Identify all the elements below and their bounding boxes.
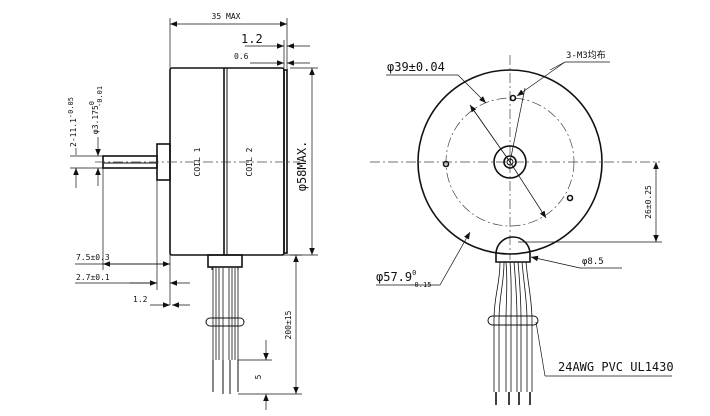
dim-shaft-step: 0.6 xyxy=(234,52,249,61)
coil-2-label: COIL 2 xyxy=(245,147,254,176)
mounting-hole-left xyxy=(442,160,450,168)
front-lead-wires xyxy=(487,261,539,405)
label-mounting-holes: 3-M3均布 xyxy=(566,49,606,61)
shaft xyxy=(102,155,158,169)
dim-shaft-length: 7.5±0.3 xyxy=(76,253,110,262)
side-lead-wires xyxy=(205,268,245,394)
dim-lead-length: 200±15 xyxy=(284,310,293,339)
side-view: COIL 1 COIL 2 35 MAX xyxy=(67,12,318,410)
dim-body-diameter: φ58MAX. xyxy=(295,141,309,192)
outer-housing-circle xyxy=(417,69,603,255)
front-boss-circle xyxy=(493,145,527,179)
lead-exit-block xyxy=(207,254,243,268)
dim-shaft-diameter: φ3.1750-0.01 xyxy=(88,86,104,134)
dim-outer-diameter: φ57.90-0.15 xyxy=(376,269,431,289)
dim-grommet-diameter: φ8.5 xyxy=(582,257,604,267)
dim-bolt-circle: φ39±0.04 xyxy=(387,60,445,74)
dim-flange-thickness: 1.2 xyxy=(241,32,263,46)
dim-strip-length: 5 xyxy=(254,374,263,379)
mounting-hole-top xyxy=(509,94,517,102)
mounting-hole-right xyxy=(566,194,574,202)
lead-grommet xyxy=(495,236,531,263)
label-wire-spec: 24AWG PVC UL1430 xyxy=(558,360,674,374)
dim-boss-offset: 1.2 xyxy=(133,295,148,304)
dim-total-length: 35 MAX xyxy=(212,12,241,21)
coil-1-label: COIL 1 xyxy=(193,147,202,176)
dim-boss-length: 2.7±0.1 xyxy=(76,273,110,282)
dim-lead-exit-offset: 26±0.25 xyxy=(644,185,653,219)
dim-flat-depth: 2-11.1-0.05 xyxy=(67,97,78,147)
rear-cap xyxy=(283,69,288,254)
shaft-circle xyxy=(503,155,517,169)
front-view: φ39±0.04 3-M3均布 φ57.90-0.15 xyxy=(370,49,674,405)
